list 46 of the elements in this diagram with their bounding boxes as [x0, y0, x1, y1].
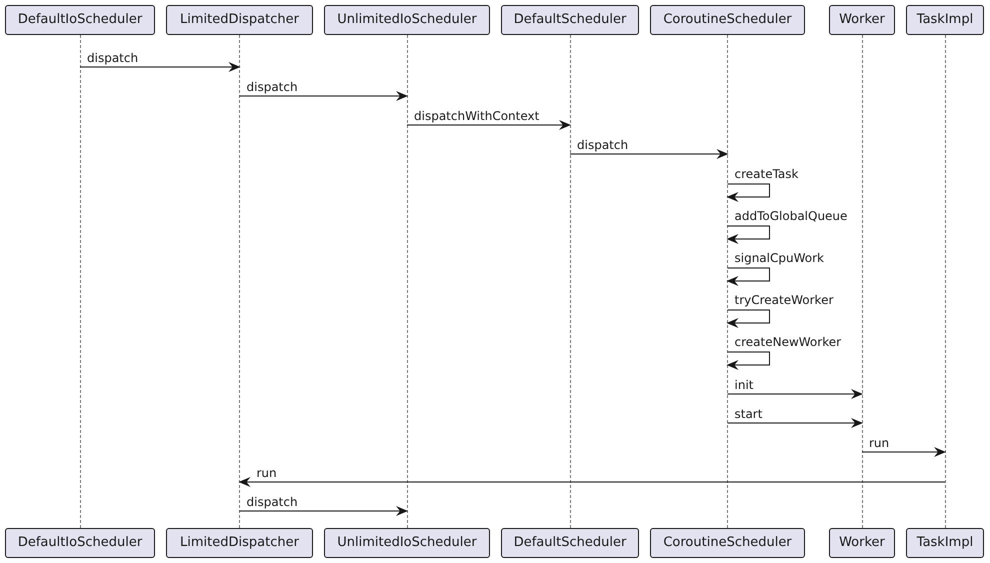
- participant-box: TaskImpl: [906, 5, 984, 35]
- edge-label: dispatch: [246, 80, 298, 94]
- message-arrow: [80, 62, 240, 72]
- message-arrow: [239, 91, 408, 101]
- edge-label: createTask: [734, 167, 798, 181]
- participant-box: UnlimitedIoScheduler: [324, 5, 490, 35]
- participant-box: LimitedDispatcher: [166, 5, 313, 35]
- message-arrow: [406, 120, 571, 130]
- message-arrow: [238, 477, 946, 487]
- message-arrow: [570, 149, 728, 159]
- self-message-arrow: [726, 184, 770, 202]
- edge-label: dispatch: [577, 138, 628, 152]
- participant-box: CoroutineScheduler: [650, 528, 805, 558]
- edge-label: addToGlobalQueue: [734, 209, 848, 223]
- participant-box: DefaultIoScheduler: [5, 528, 155, 558]
- participant-box: Worker: [829, 5, 895, 35]
- participant-box: UnlimitedIoScheduler: [324, 528, 490, 558]
- lifeline: [727, 35, 728, 528]
- participant-box: TaskImpl: [906, 528, 984, 558]
- edge-label: dispatch: [87, 51, 138, 65]
- lifeline: [406, 35, 408, 528]
- edge-label: start: [734, 407, 762, 421]
- participant-box: DefaultScheduler: [501, 528, 639, 558]
- edge-label: createNewWorker: [734, 335, 842, 349]
- message-arrow: [727, 389, 863, 399]
- participant-box: DefaultIoScheduler: [5, 5, 155, 35]
- self-message-arrow: [726, 310, 770, 328]
- edge-label: run: [256, 466, 277, 480]
- participant-box: DefaultScheduler: [501, 5, 639, 35]
- participant-box: CoroutineScheduler: [650, 5, 805, 35]
- self-message-arrow: [726, 226, 770, 244]
- message-arrow: [862, 447, 946, 457]
- edge-label: tryCreateWorker: [734, 293, 834, 307]
- message-arrow: [727, 418, 863, 428]
- edge-label: init: [734, 378, 754, 392]
- edge-label: dispatchWithContext: [414, 109, 540, 123]
- message-arrow: [239, 506, 408, 516]
- participant-box: Worker: [829, 528, 895, 558]
- edge-label: run: [869, 436, 890, 450]
- self-message-arrow: [726, 268, 770, 286]
- participant-box: LimitedDispatcher: [166, 528, 313, 558]
- edge-label: dispatch: [246, 495, 298, 509]
- edge-label: signalCpuWork: [734, 251, 824, 265]
- self-message-arrow: [726, 352, 770, 370]
- lifeline: [944, 35, 946, 528]
- lifeline: [239, 35, 240, 528]
